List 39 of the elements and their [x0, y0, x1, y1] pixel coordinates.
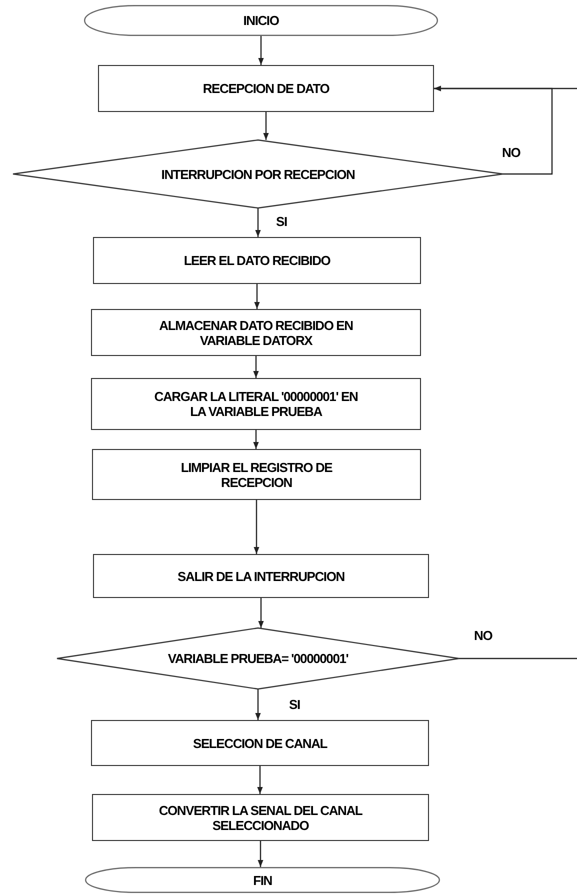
arrow: [258, 598, 264, 628]
node-label: SALIR DE LA INTERRUPCION: [178, 568, 344, 584]
arrow: [257, 766, 263, 794]
arrow: [254, 284, 260, 309]
arrow: [254, 500, 260, 554]
edge-label: SI: [274, 215, 289, 229]
process-box: [93, 237, 421, 284]
arrow: [253, 430, 259, 449]
node-label: RECEPCION DE DATO: [202, 81, 330, 96]
node-label: LIMPIAR EL REGISTRO DE RECEPCION: [180, 460, 334, 490]
process-box: [98, 65, 434, 112]
node-label: LEER EL DATO RECIBIDO: [184, 253, 330, 268]
process-box: [91, 378, 421, 430]
edge-label: NO: [500, 146, 522, 160]
arrow: [255, 208, 261, 237]
arrow: [255, 689, 261, 720]
decision-diamond: [57, 628, 459, 689]
decision-diamond: [13, 140, 503, 208]
node-label: FIN: [253, 872, 272, 888]
connector-line: [459, 658, 577, 660]
arrow: [434, 86, 577, 92]
arrow: [263, 112, 269, 140]
node-label: ALMACENAR DATO RECIBIDO EN VARIABLE DATORX: [158, 318, 354, 348]
edge-label: NO: [472, 629, 494, 643]
node-label: CARGAR LA LITERAL '00000001' EN LA VARIABLE PRUEBA: [153, 389, 359, 419]
arrow: [258, 36, 264, 65]
process-box: [91, 309, 421, 356]
process-box: [92, 449, 421, 500]
arrow: [258, 841, 264, 867]
process-box: [92, 794, 429, 841]
node-label: CONVERTIR LA SENAL DEL CANAL SELECCIONADO: [158, 802, 364, 832]
edge-label: SI: [287, 698, 302, 712]
process-box: [93, 554, 429, 598]
node-label: SELECCION DE CANAL: [192, 736, 328, 750]
node-label: INTERRUPCION POR RECEPCION: [161, 166, 355, 182]
node-label: INICIO: [243, 13, 279, 28]
arrow: [253, 356, 259, 378]
node-label: VARIABLE PRUEBA= '00000001': [168, 651, 348, 666]
process-box: [91, 720, 429, 766]
